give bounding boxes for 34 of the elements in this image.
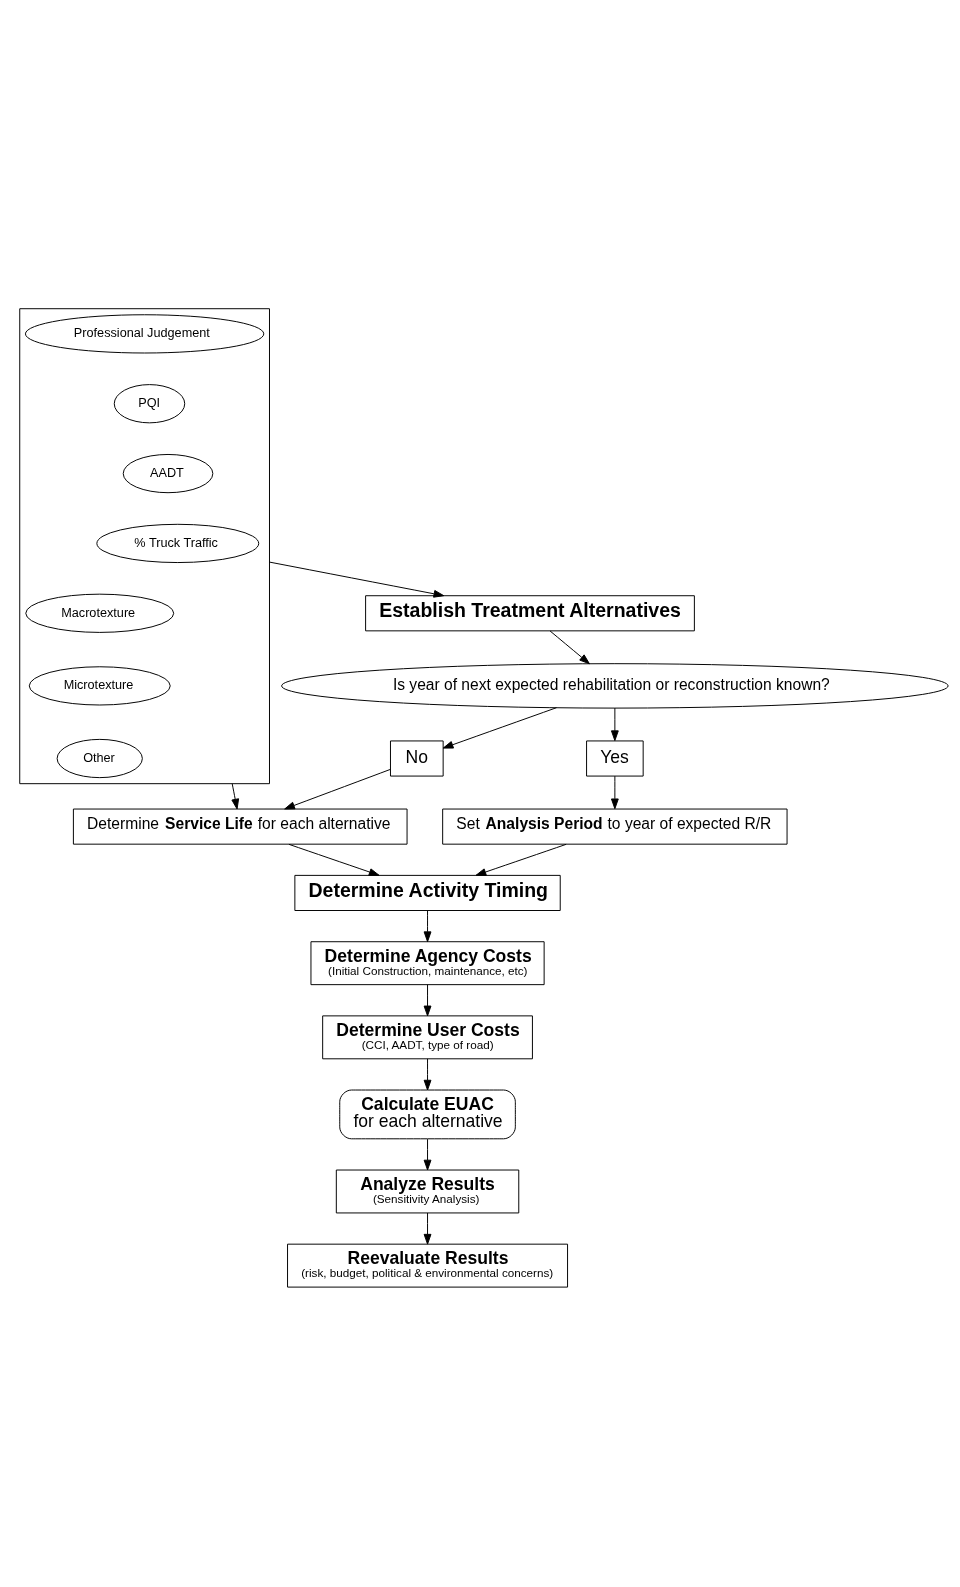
- arrow: [423, 909, 432, 942]
- arrow: [423, 1138, 432, 1170]
- node-box: Establish Treatment Alternatives: [365, 594, 695, 631]
- node-ellipse: Macrotexture: [25, 593, 175, 633]
- node-ellipse: Is year of next expected rehabilitation or reconstruction known?: [281, 662, 949, 709]
- arrow: [269, 561, 445, 598]
- node-ellipse: Professional Judgement: [24, 313, 265, 353]
- arrow: [231, 782, 240, 809]
- node-box: Determine Activity Timing: [294, 874, 561, 911]
- node-box: Analyze Results (Sensitivity Analysis): [335, 1169, 520, 1213]
- arrow: [423, 1211, 432, 1245]
- arrow: [284, 768, 391, 809]
- node-box: Set Analysis Period to year of expected R/R: [442, 808, 788, 845]
- node-box: Determine Service Life for each alternative: [72, 808, 408, 845]
- node-ellipse: AADT: [122, 453, 214, 493]
- node-box: Determine Agency Costs (Initial Construction, maintenance, etc): [310, 940, 545, 985]
- arrow: [423, 983, 432, 1016]
- arrow: [288, 843, 380, 876]
- arrow: [442, 706, 557, 749]
- arrow: [475, 843, 567, 876]
- arrow: [423, 1057, 432, 1090]
- arrow: [549, 630, 590, 664]
- node-box: No: [390, 739, 444, 777]
- node-ellipse: % Truck Traffic: [96, 523, 260, 563]
- node-box: Calculate EUAC for each alternative: [339, 1089, 516, 1139]
- node-box: Reevaluate Results (risk, budget, political & environmental concerns): [287, 1243, 569, 1288]
- node-ellipse: PQI: [113, 383, 186, 423]
- arrow: [610, 775, 619, 809]
- node-box: Yes: [586, 739, 644, 777]
- node-box: Determine User Costs (CCI, AADT, type of road): [322, 1014, 533, 1059]
- node-ellipse: Other: [56, 738, 143, 778]
- node-ellipse: Microtexture: [28, 665, 171, 705]
- arrow: [610, 707, 619, 741]
- cluster: [19, 307, 270, 784]
